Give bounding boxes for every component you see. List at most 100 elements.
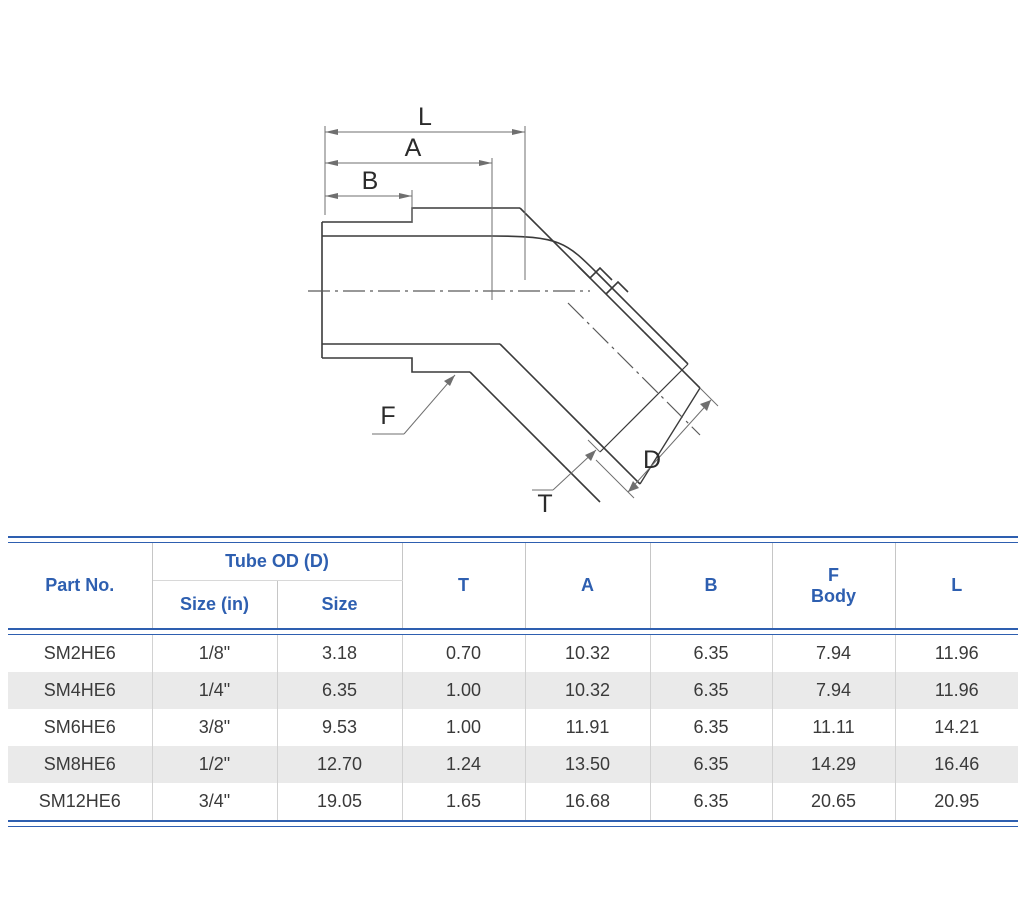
cell-part-no: SM6HE6 — [8, 709, 153, 746]
angled-bore-extension — [659, 335, 689, 365]
column-header-tube-od-group: Tube OD (D) — [152, 543, 403, 581]
cell-size-in: 3/4" — [152, 783, 278, 820]
dimension-label-D: D — [643, 446, 661, 474]
dim-D-arrow-lower — [628, 481, 639, 492]
cell-b: 6.35 — [650, 746, 773, 783]
cell-l: 11.96 — [895, 672, 1018, 709]
dimension-L-geometry — [324, 126, 526, 280]
cell-f: 11.11 — [772, 709, 896, 746]
dim-F-leader — [403, 374, 456, 435]
angled-end-face-inner — [599, 363, 689, 453]
cell-b: 6.35 — [650, 783, 773, 820]
cell-size-mm: 6.35 — [277, 672, 403, 709]
elbow-drawing-svg: L A B F D — [308, 103, 719, 518]
cell-f: 20.65 — [772, 783, 896, 820]
angled-outer-extension — [643, 331, 701, 389]
dimension-label-T: T — [537, 490, 552, 518]
header-row-top: Part No. Tube OD (D) T A B F Body L — [8, 543, 1018, 628]
cell-size-mm: 3.18 — [277, 635, 403, 672]
column-header-a: A — [525, 543, 651, 628]
cell-f: 7.94 — [772, 672, 896, 709]
cell-l: 20.95 — [934, 791, 980, 811]
dim-D-arrow-upper — [700, 400, 711, 411]
cell-t: 1.00 — [402, 709, 526, 746]
angled-bottom-outer-extension — [564, 466, 601, 503]
dim-A-arrow-right — [479, 160, 492, 166]
left-nut-top-profile — [322, 207, 520, 223]
cell-l: 11.96 — [934, 643, 979, 663]
dimension-T-geometry — [532, 439, 601, 491]
cell-f: 14.29 — [772, 746, 896, 783]
cell-t: 1.00 — [402, 672, 526, 709]
cell-a: 10.32 — [525, 672, 651, 709]
cell-a: 11.91 — [525, 709, 651, 746]
column-header-f-body: F Body — [772, 543, 896, 628]
dim-F-arrow — [444, 375, 455, 386]
dim-D-line — [627, 399, 712, 493]
dim-T-tick — [587, 439, 601, 453]
cell-size-in: 1/2" — [152, 746, 278, 783]
column-header-b: B — [650, 543, 773, 628]
body-bore-bottom-angled — [499, 343, 593, 437]
cell-part-no: SM12HE6 — [8, 783, 153, 820]
cell-a: 13.50 — [525, 746, 651, 783]
cell-size-in: 1/4" — [152, 672, 278, 709]
angled-bottom-extension — [591, 435, 641, 485]
table-header: Part No. Tube OD (D) T A B F Body L Size… — [8, 543, 1018, 628]
cell-size-mm: 9.53 — [277, 709, 403, 746]
cell-size-mm: 12.70 — [277, 746, 403, 783]
cell-a: 10.32 — [525, 635, 651, 672]
dim-L-arrow-right — [512, 129, 525, 135]
cell-b: 6.35 — [650, 709, 773, 746]
header-row-sub: Size (in) Size — [8, 580, 1018, 628]
cell-part-no: SM2HE6 — [8, 635, 153, 672]
dimension-label-B: B — [362, 167, 379, 195]
cell-part-no: SM8HE6 — [8, 746, 153, 783]
cell-a: 16.68 — [525, 783, 651, 820]
cell-l: 14.21 — [934, 717, 980, 737]
body-bore-top-angled — [597, 273, 661, 337]
dim-L-arrow-left — [325, 129, 338, 135]
dim-A-arrow-left — [325, 160, 338, 166]
table-top-rule — [8, 536, 1018, 543]
body-bore-top-radius — [491, 235, 599, 275]
dimension-label-A: A — [405, 134, 422, 162]
dim-D-ext-upper — [699, 387, 719, 407]
column-header-l: L — [895, 543, 1018, 628]
body-bottom-outer-angled — [469, 371, 566, 468]
cell-b: 6.35 — [650, 635, 773, 672]
column-header-part-no: Part No. — [8, 543, 153, 628]
cell-t: 0.70 — [402, 635, 526, 672]
cell-t: 1.65 — [402, 783, 526, 820]
cell-b: 6.35 — [650, 672, 773, 709]
spec-table-container: Part No. Tube OD (D) T A B F Body L Size… — [8, 536, 1018, 827]
column-header-size-mm: Size — [277, 580, 403, 628]
table-bottom-rule — [8, 820, 1018, 827]
cell-size-mm: 19.05 — [277, 783, 403, 820]
table-header-bottom-rule — [8, 628, 1018, 635]
column-header-f-line1: F — [828, 564, 839, 585]
dimension-B-geometry — [325, 190, 413, 222]
technical-drawing-panel: L A B F D — [308, 103, 719, 518]
dimension-label-F: F — [380, 402, 395, 430]
cell-t: 1.24 — [402, 746, 526, 783]
cell-f: 7.94 — [772, 635, 896, 672]
cell-size-in: 3/8" — [152, 709, 278, 746]
dim-T-arrow — [585, 450, 596, 461]
dim-D-ext-lower — [595, 459, 635, 499]
dim-B-arrow-right — [399, 193, 412, 199]
centerlines — [308, 290, 701, 436]
angled-nut-step-top — [577, 265, 613, 281]
column-header-size-in: Size (in) — [152, 580, 278, 628]
cell-size-in: 1/8" — [152, 635, 278, 672]
dimension-label-L: L — [418, 103, 432, 131]
column-header-t: T — [402, 543, 526, 628]
cell-l: 16.46 — [895, 746, 1018, 783]
dimension-D-geometry — [595, 387, 719, 499]
